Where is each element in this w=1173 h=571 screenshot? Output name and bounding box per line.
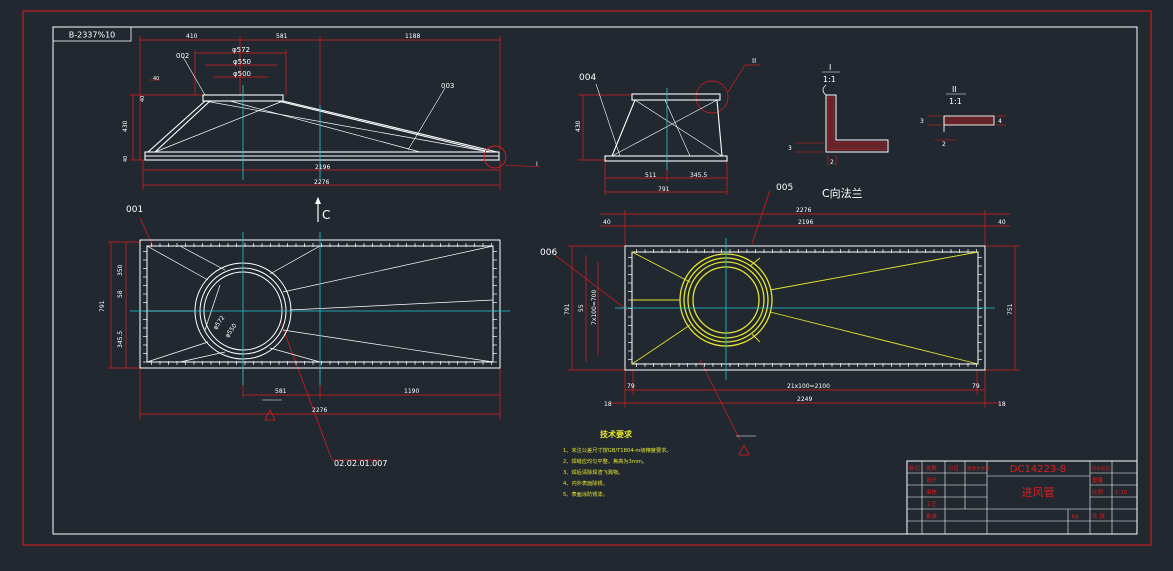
- callout-006: 006: [540, 248, 557, 258]
- tb-col-b: 处数: [926, 464, 938, 472]
- outer-border: [22, 10, 1152, 546]
- flange-dim-left: 40: [603, 219, 611, 226]
- plan-dim-phi550: φ550: [224, 322, 239, 339]
- dim-phi572: φ572: [232, 46, 250, 54]
- tech-req-item-2: 2、焊缝应均匀平整，焦高为3mm。: [563, 457, 647, 465]
- weld-symbol-right: [736, 435, 756, 456]
- inner-border: [52, 26, 1138, 535]
- plan-dim-mid: 581: [275, 388, 287, 395]
- tech-req-item-3: 3、焊后清除焊渣飞溅物。: [563, 468, 623, 476]
- section-c-marker: C: [315, 197, 330, 222]
- callout-005: 005: [776, 183, 793, 193]
- callout-002: 002: [176, 52, 189, 60]
- tb-sign-b: 审核: [926, 488, 938, 496]
- dim-top-small1: 40: [140, 96, 146, 102]
- plan-dim-b: 345.5: [117, 331, 124, 348]
- tech-req-item-5: 5、表面涂防锈漆。: [563, 490, 608, 498]
- title-block: 标记 处数 分区 更改文件号 设计 审核 工艺 批准 阶段标记 重量 比例 1:…: [906, 460, 1138, 535]
- tb-weight: 重量: [1092, 476, 1104, 484]
- detail-ii-title: II: [952, 85, 957, 94]
- dim-phi550: φ550: [233, 58, 251, 66]
- dim-top-total: 2276: [314, 179, 329, 186]
- plan-dim-c: 350: [117, 264, 124, 276]
- flange-dim-h2: 791: [564, 303, 571, 315]
- tb-sign-a: 设计: [926, 476, 938, 484]
- plan-dim-height: 791: [99, 300, 106, 312]
- tb-name: 进风管: [1022, 485, 1055, 499]
- tb-col-d: 更改文件号: [967, 465, 990, 472]
- detail-ii-dim-left: 3: [920, 118, 924, 125]
- flange-dim-edge-left: 18: [604, 401, 612, 408]
- section-c-arrow-label: C: [322, 208, 330, 222]
- plan-dim-a: 58: [117, 290, 124, 298]
- section-c-title: C向法兰: [822, 186, 863, 200]
- dim-top-small2: 40: [123, 156, 129, 162]
- tb-scale: 比例: [1092, 488, 1104, 496]
- callout-004: 004: [579, 73, 596, 83]
- side-dim-a: 511: [645, 172, 657, 179]
- dim-phi500: φ500: [233, 70, 251, 78]
- dim-top-inner: 2196: [315, 164, 330, 171]
- flange-dim-h3: 7x100=700: [591, 290, 598, 325]
- tb-stage: 阶段标记: [1092, 465, 1110, 472]
- flange-dim-right: 40: [998, 219, 1006, 226]
- detail-i-dim-left: 3: [788, 145, 792, 152]
- flange-dim-edge-right: 18: [998, 401, 1006, 408]
- corner-label-box: [52, 26, 132, 42]
- detail-i-view: I 1:1 3 2: [788, 63, 889, 166]
- detail-ii-dim-bottom: 2: [942, 141, 946, 148]
- side-view: 004 II 430 511 345.5 791: [575, 57, 760, 195]
- flange-dim-bottom-right: 79: [972, 383, 980, 390]
- plan-view: 001 791 58 345.5 350 φ572 φ550 581 1190 …: [99, 205, 510, 468]
- dim-top-right: 1188: [405, 33, 420, 40]
- side-dim-total: 791: [658, 186, 670, 193]
- flange-view: 005 C向法兰 006 40 40 2276 2196 791 55 7x10…: [540, 183, 1020, 456]
- side-detail-II: II: [752, 57, 756, 65]
- tb-sign-d: 批准: [926, 512, 938, 520]
- callout-001: 001: [126, 205, 143, 215]
- tb-sign-c: 工艺: [926, 501, 938, 508]
- detail-ii-dim-right: 4: [998, 118, 1002, 125]
- dim-top-left: 410: [186, 33, 198, 40]
- flange-dim-h4: 55: [578, 304, 585, 312]
- flange-dim-bottom-left: 79: [627, 383, 635, 390]
- tb-scale-val: 1:10: [1115, 490, 1128, 496]
- flange-dim-bottom-mid: 21x100=2100: [787, 383, 830, 390]
- callout-003: 003: [441, 82, 454, 90]
- dim-top-mid: 581: [276, 33, 288, 40]
- tech-req-title: 技术要求: [600, 429, 633, 439]
- tb-unit: kg: [1072, 514, 1079, 520]
- weld-symbol-left: [262, 399, 282, 421]
- dim-top-height: 430: [122, 120, 129, 132]
- technical-requirements: 技术要求 1、未注公差尺寸按GB/T1804-m级精度要求。 2、焊缝应均匀平整…: [563, 429, 672, 498]
- tb-col-a: 标记: [909, 464, 921, 472]
- side-dim-height: 430: [575, 120, 582, 132]
- plan-dim-right: 1190: [404, 388, 419, 395]
- flange-dim-total: 2276: [796, 207, 811, 214]
- detail-i-scale: 1:1: [823, 75, 836, 84]
- detail-mark-I: I: [536, 161, 538, 168]
- tech-req-item-1: 1、未注公差尺寸按GB/T1804-m级精度要求。: [563, 446, 672, 454]
- top-elevation-view: 002 003 φ572 φ550 φ500 410 581 1188 430 …: [122, 33, 541, 190]
- detail-ii-scale: 1:1: [949, 97, 962, 106]
- plan-dim-phi572: φ572: [212, 314, 227, 331]
- tb-sheet: 共 张: [1092, 512, 1105, 520]
- dim-top-small3: 40: [153, 76, 159, 82]
- side-dim-b: 345.5: [690, 172, 707, 179]
- flange-dim-inner: 2196: [798, 219, 813, 226]
- tb-col-c: 分区: [948, 464, 960, 472]
- flange-dim-h1: 751: [1007, 303, 1014, 315]
- plan-dim-total: 2276: [312, 407, 327, 414]
- detail-i-dim-bottom: 2: [830, 159, 834, 166]
- flange-dim-bottom-total: 2249: [797, 396, 812, 403]
- plan-part-no: 02.02.01.007: [334, 459, 387, 468]
- detail-i-title: I: [829, 63, 831, 72]
- tb-drawing-no: DC14223-8: [1010, 464, 1066, 475]
- detail-ii-view: II 1:1 3 4 2: [920, 85, 1006, 148]
- tech-req-item-4: 4、内外表面除锈。: [563, 479, 608, 487]
- corner-label: B-2337%10: [69, 31, 116, 40]
